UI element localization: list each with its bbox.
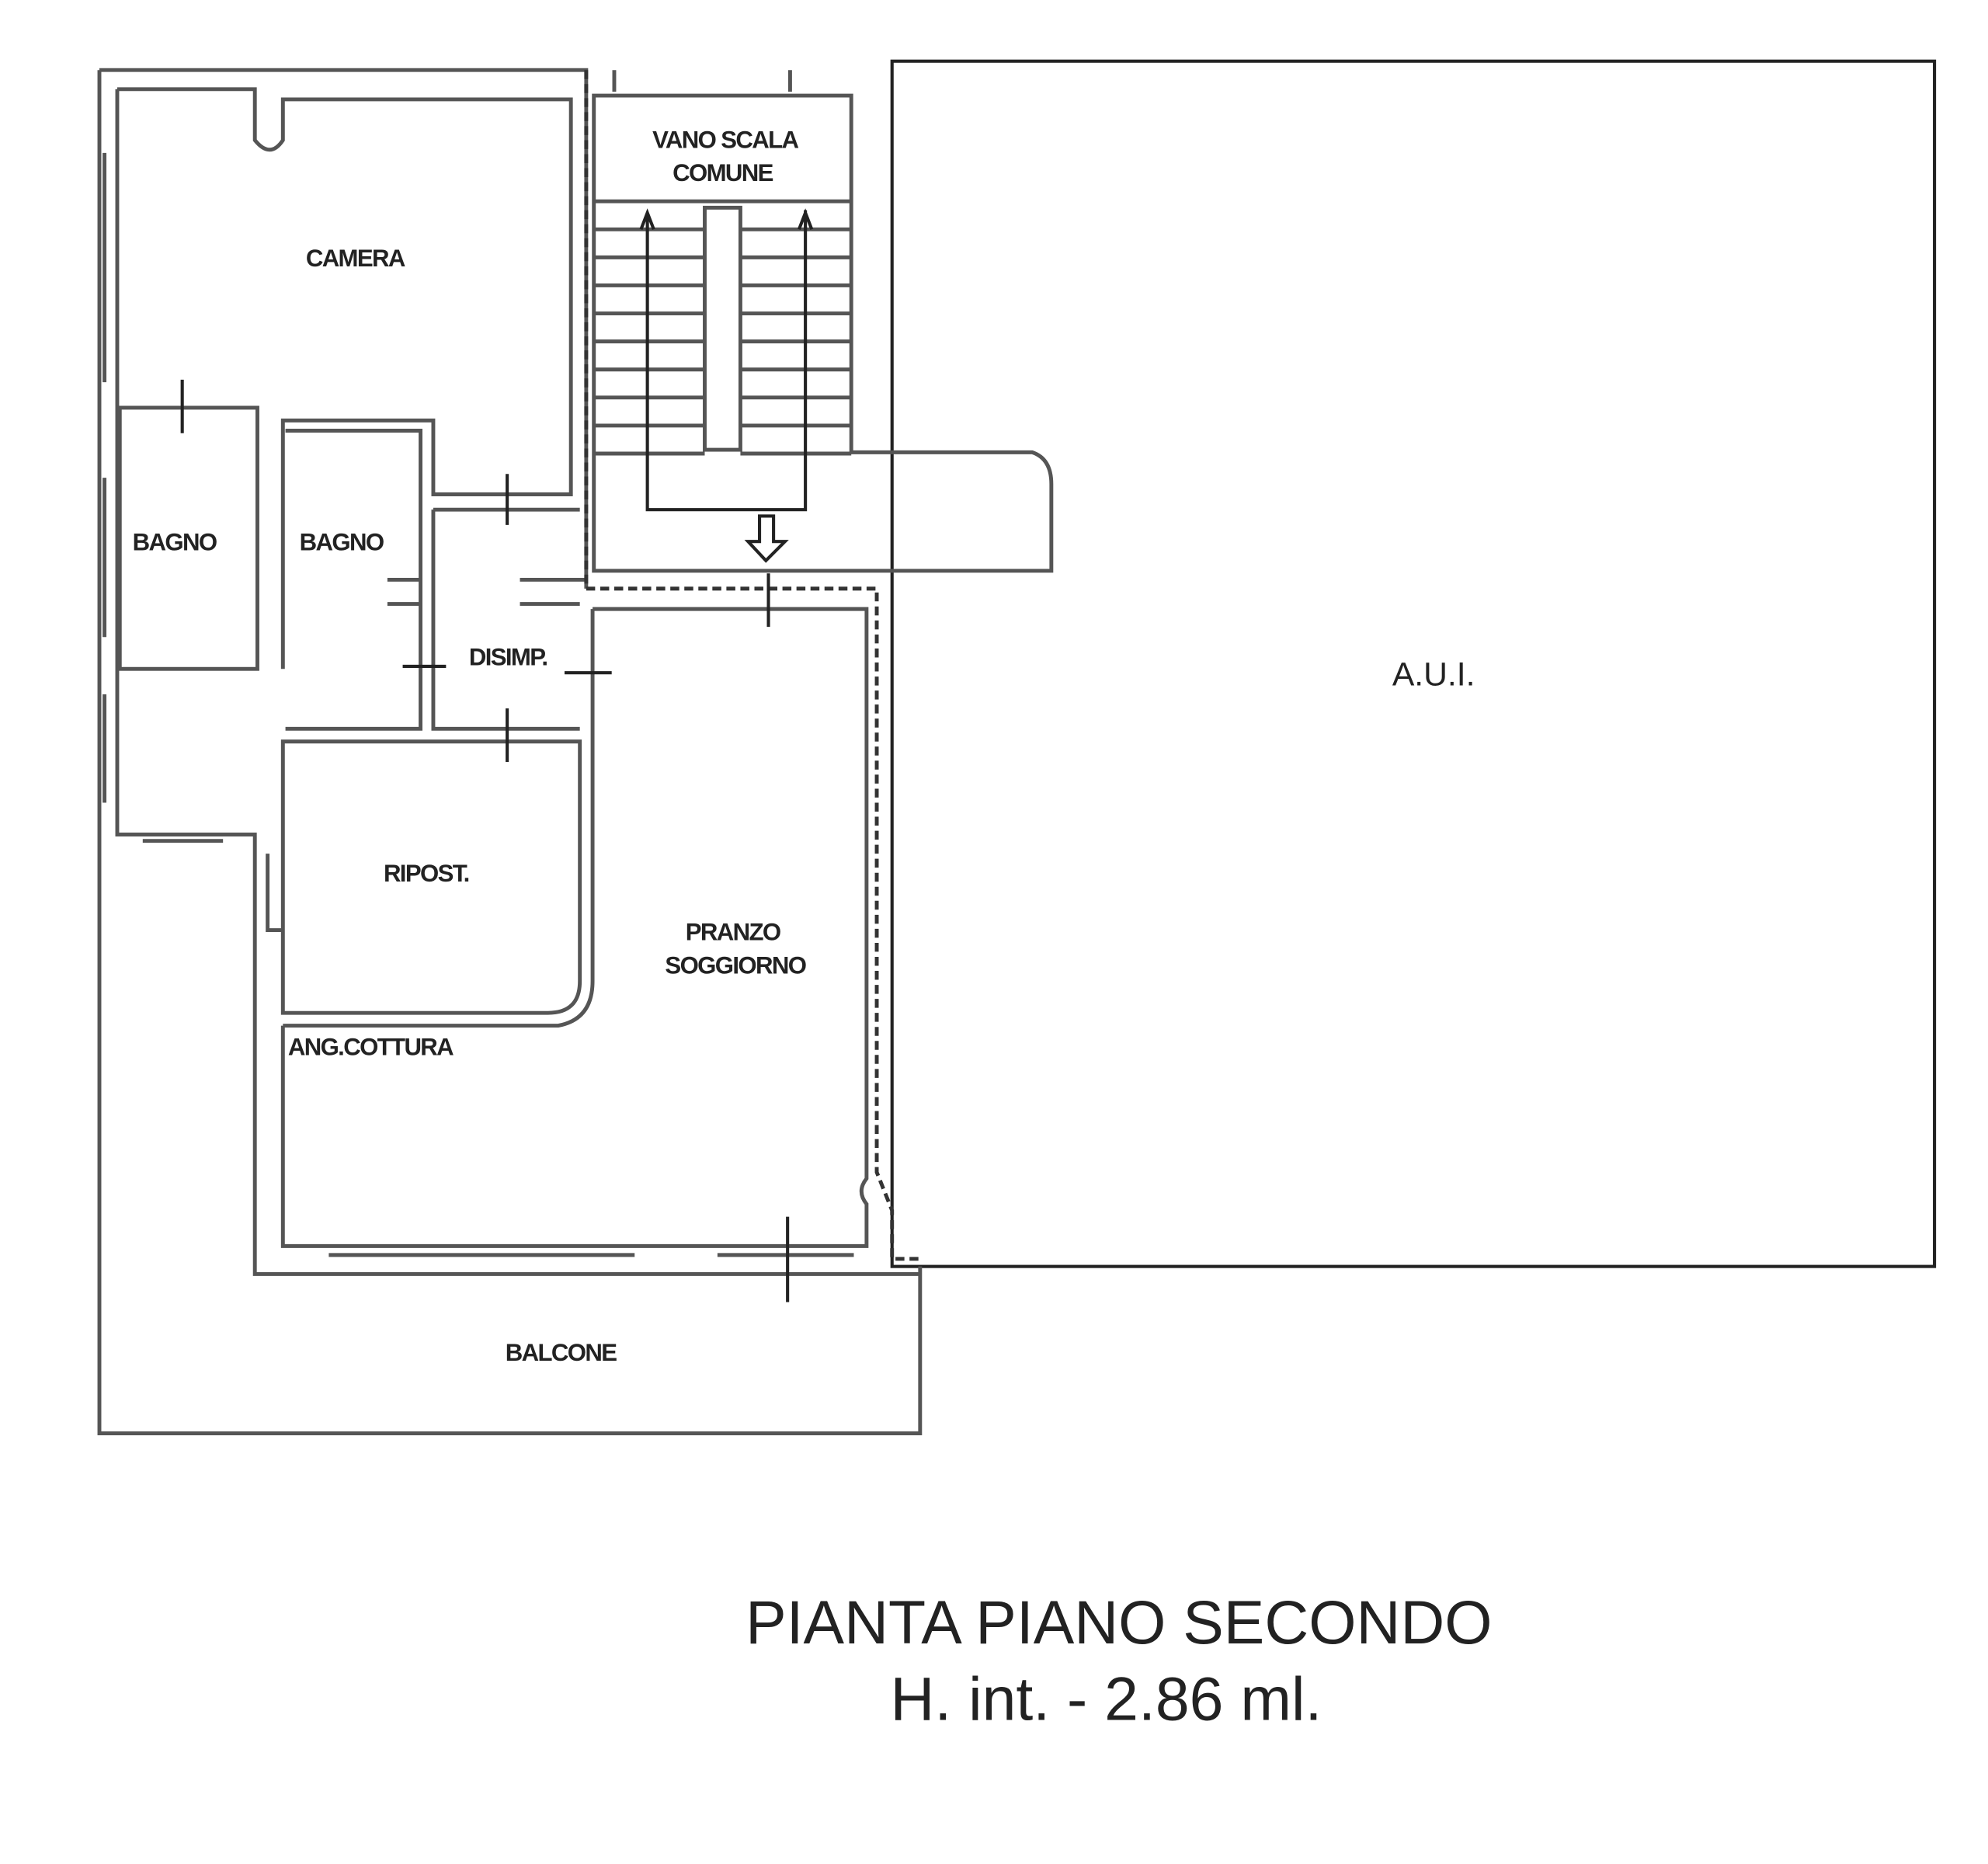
stair-treads <box>593 227 852 456</box>
aui-outline <box>890 59 1937 1268</box>
ripostiglio-walls <box>280 609 595 1028</box>
bagno-1-walls <box>117 405 259 671</box>
room-label-vano-scala: VANO SCALA <box>652 126 798 153</box>
room-label-ripostiglio: RIPOST. <box>384 860 469 887</box>
stair-arrows <box>639 208 814 512</box>
room-label-balcone: BALCONE <box>506 1339 617 1366</box>
room-label-camera: CAMERA <box>306 245 405 272</box>
living-walls <box>266 607 869 1248</box>
outer-wall-inner <box>116 87 573 669</box>
disimpegno-walls <box>431 507 586 731</box>
room-label-angolo-cottura: ANG.COTTURA <box>288 1033 454 1060</box>
entrance-arrow-icon <box>744 514 789 563</box>
room-label-comune: COMUNE <box>673 159 773 186</box>
stair-core <box>703 205 742 452</box>
room-label-aui: A.U.I. <box>1392 656 1475 694</box>
property-boundary <box>584 70 920 1261</box>
stairwell-walls <box>592 70 1054 573</box>
plan-title: PIANTA PIANO SECONDO <box>746 1588 1492 1657</box>
room-label-soggiorno: SOGGIORNO <box>665 951 805 979</box>
window-left <box>103 152 224 843</box>
bagno-2-walls <box>285 429 422 731</box>
room-label-bagno-1: BAGNO <box>133 529 217 556</box>
room-label-pranzo: PRANZO <box>686 919 780 946</box>
room-label-bagno-2: BAGNO <box>300 529 384 556</box>
plan-height: H. int. - 2.86 ml. <box>890 1665 1322 1734</box>
door-marks <box>180 379 790 1302</box>
outer-wall <box>97 68 923 1435</box>
room-label-disimpegno: DISIMP. <box>469 643 547 670</box>
